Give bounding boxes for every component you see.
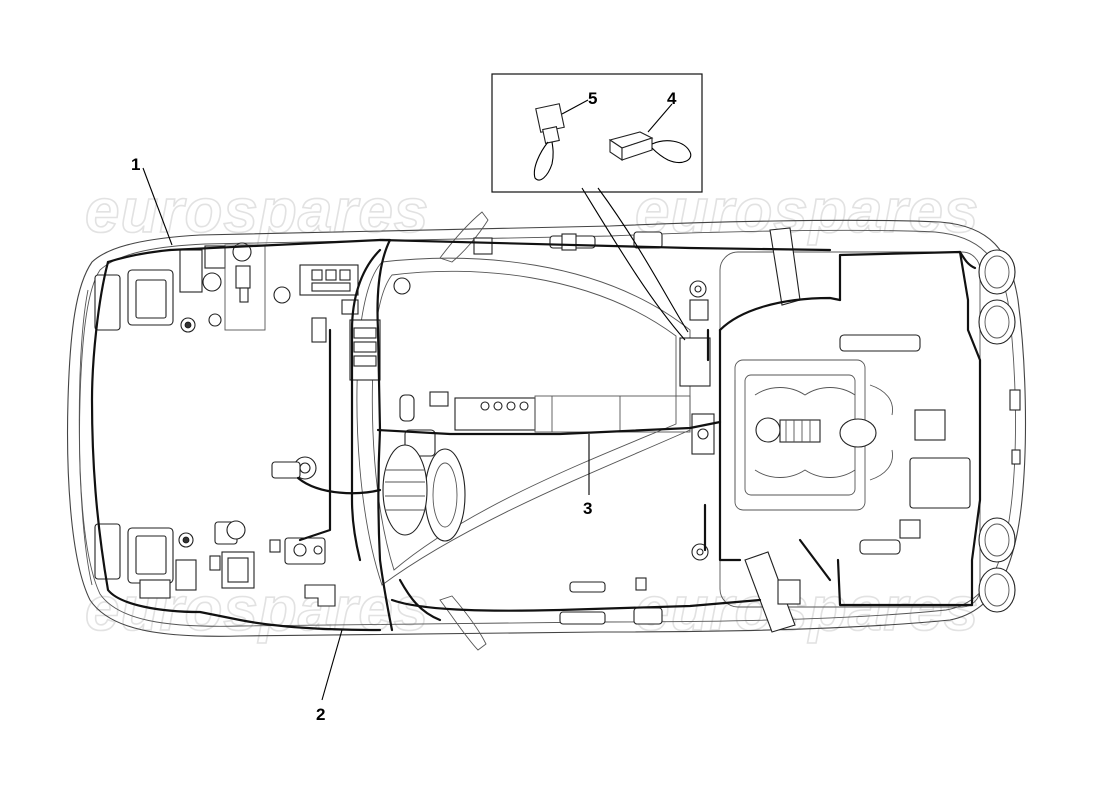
rear-lamps xyxy=(978,249,1021,613)
watermark-bottom-right: eurospares xyxy=(635,575,979,644)
callout-1: 1 xyxy=(131,155,140,174)
callout-5: 5 xyxy=(588,89,597,108)
dashboard-fuse-area xyxy=(349,277,715,542)
callout-4: 4 xyxy=(667,89,677,108)
front-right-lamp-group xyxy=(94,523,197,599)
watermark-bottom-left: eurospares xyxy=(85,575,429,644)
watermark-group: eurospares eurospares eurospares eurospa… xyxy=(84,176,979,645)
callout-2: 2 xyxy=(316,705,325,724)
sill-components xyxy=(473,231,711,625)
front-compartment-components xyxy=(209,242,359,607)
callout-leaders xyxy=(142,99,673,701)
inset-connector-detail xyxy=(491,73,703,341)
rear-speaker-components xyxy=(744,227,801,633)
watermark-top-left: eurospares xyxy=(85,177,429,246)
engine-bay-components xyxy=(734,334,971,555)
callout-3: 3 xyxy=(583,499,592,518)
main-harness-wiring xyxy=(90,238,982,632)
callout-labels: 1 2 3 4 5 xyxy=(131,89,677,724)
